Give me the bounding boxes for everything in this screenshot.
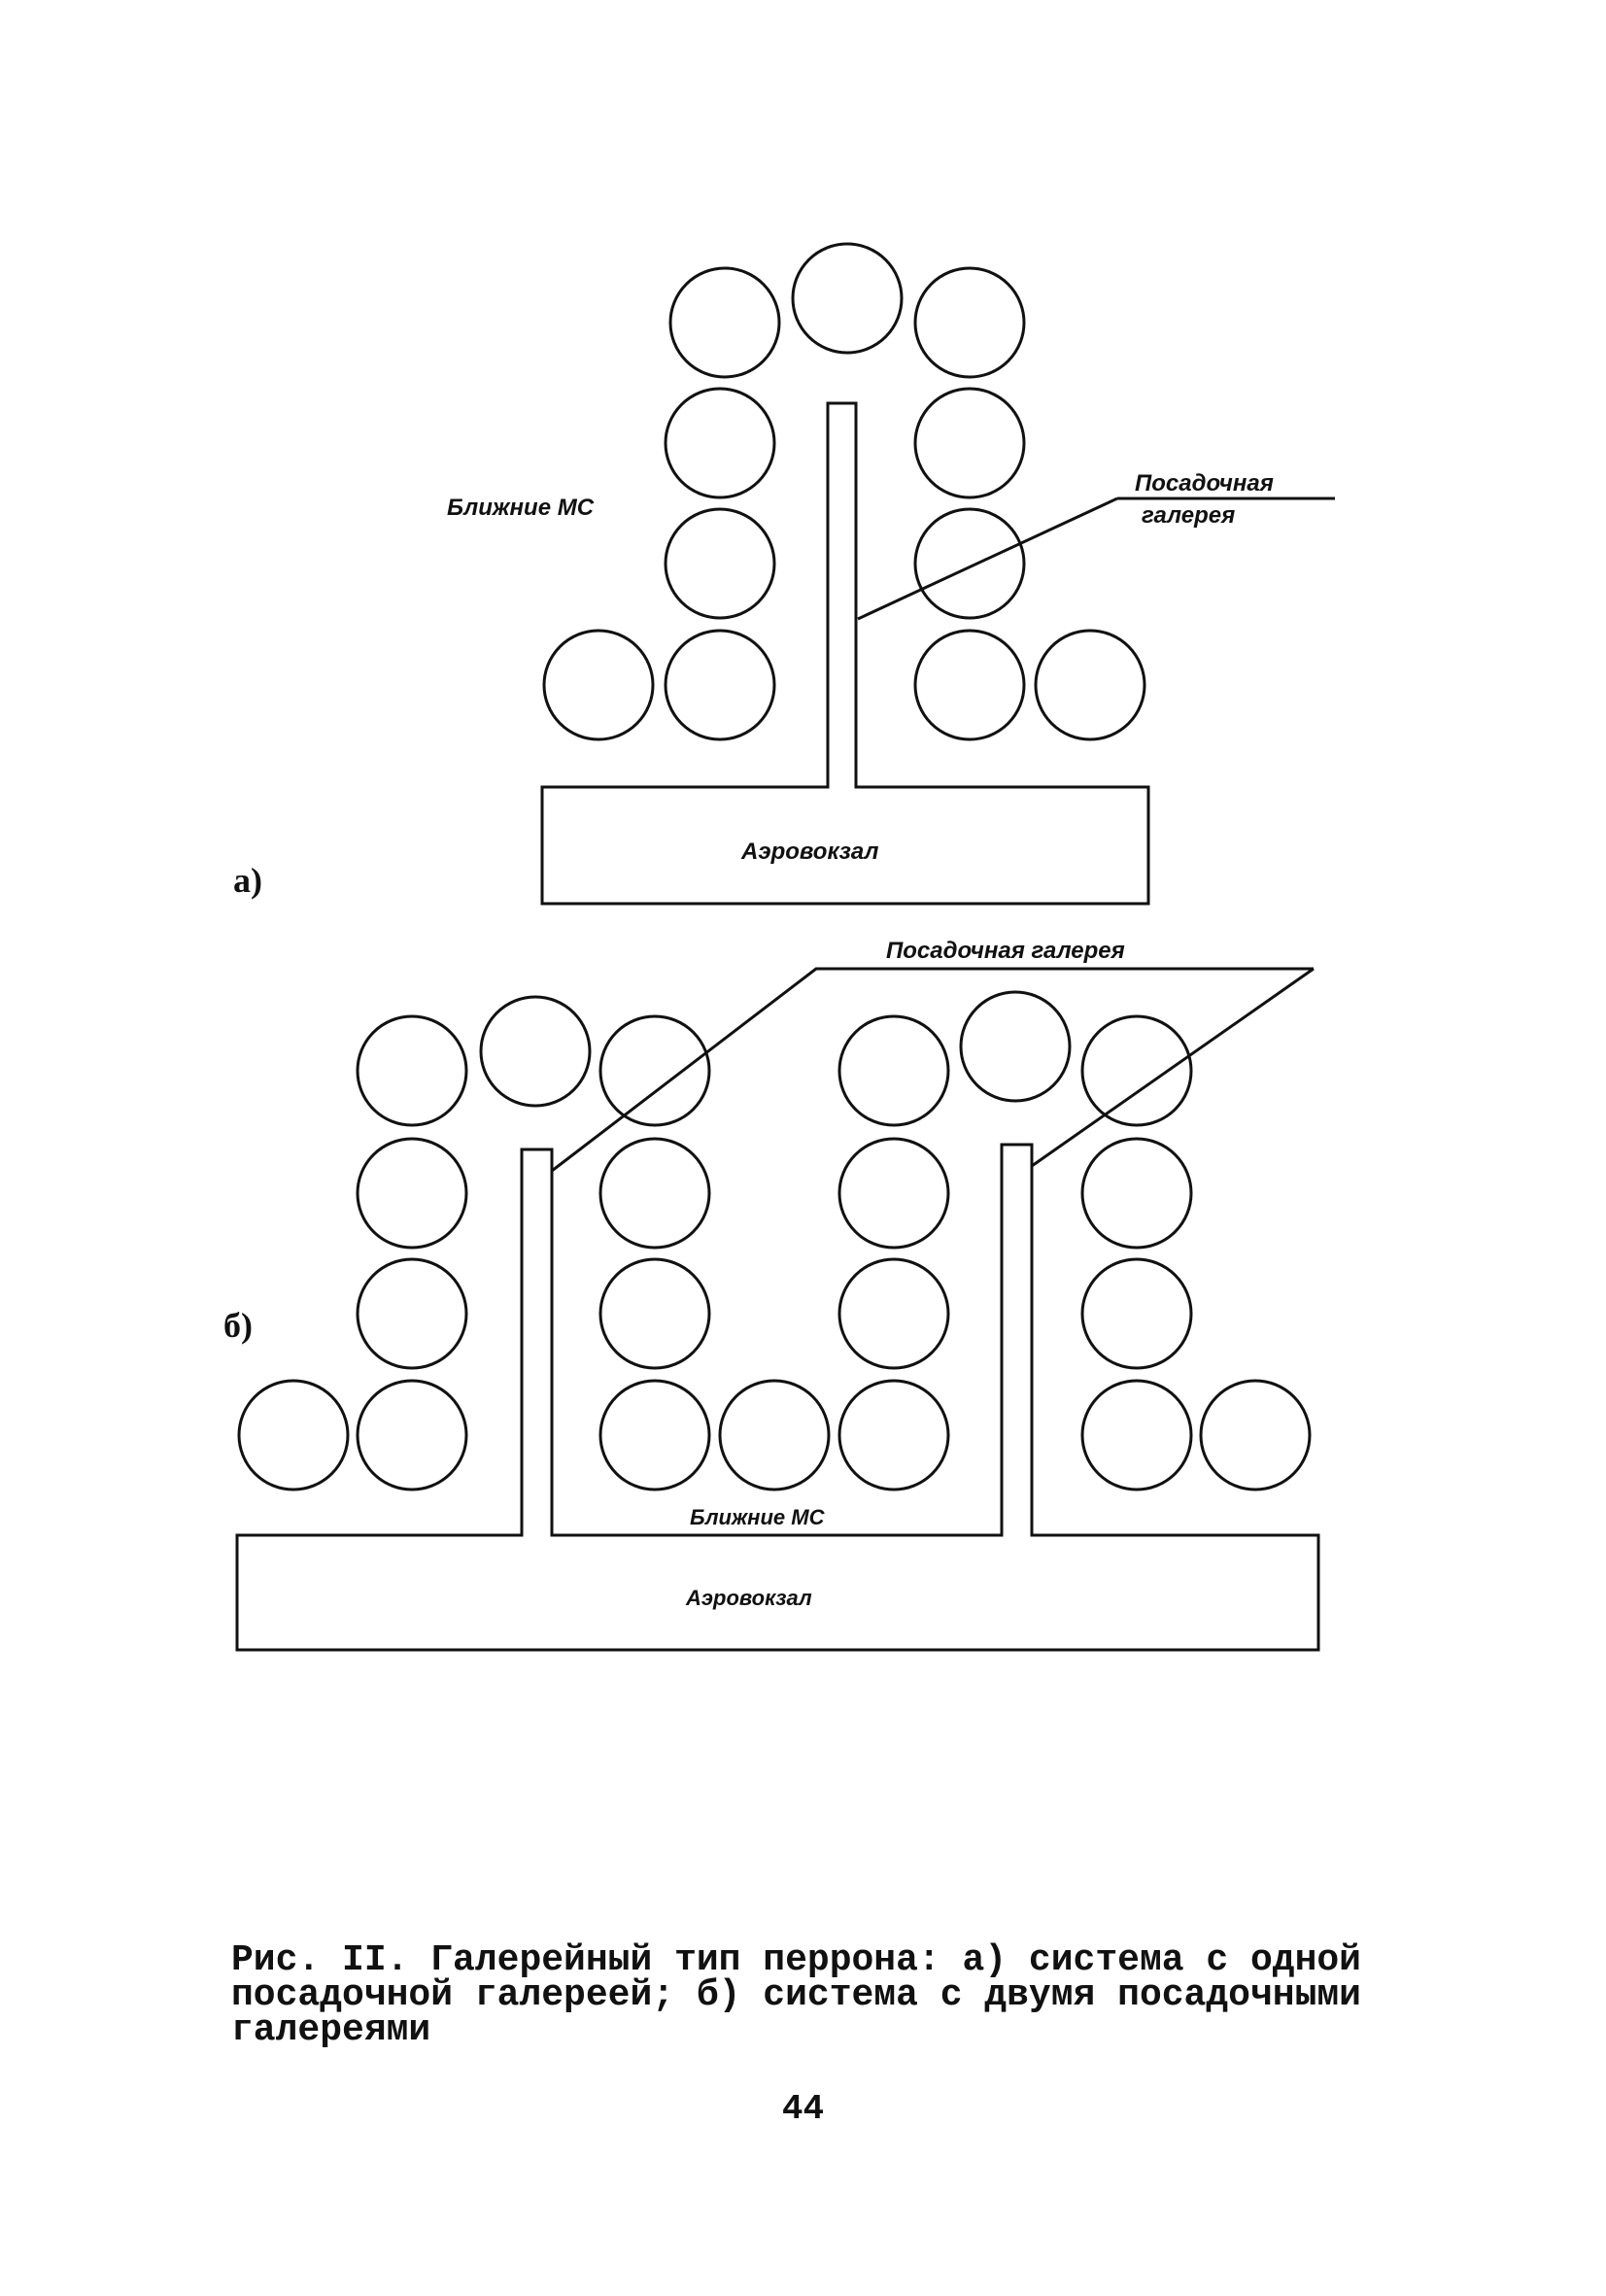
stand-circle bbox=[598, 1014, 711, 1127]
gallery-label-a-line1: Посадочная bbox=[1135, 470, 1274, 497]
stand-circle bbox=[542, 629, 655, 741]
terminal-label-b: Аэровокзал bbox=[685, 1586, 812, 1610]
figure-caption: Рис. II. Галерейный тип перрона: а) сист… bbox=[231, 1939, 1361, 2051]
stand-circle bbox=[959, 990, 1072, 1103]
gallery-leader-line bbox=[857, 497, 1118, 621]
gallery-leader-line-right bbox=[1031, 967, 1315, 1168]
stand-circle bbox=[598, 1137, 711, 1250]
stands-label-b: Ближние МС bbox=[690, 1505, 826, 1529]
stand-circle bbox=[668, 266, 781, 379]
stand-circle bbox=[598, 1379, 711, 1491]
stand-circle bbox=[356, 1014, 468, 1127]
stand-circle bbox=[718, 1379, 831, 1491]
gallery-label-a-line2: галерея bbox=[1142, 502, 1235, 529]
stand-circle bbox=[1034, 629, 1146, 741]
page-number: 44 bbox=[781, 2089, 825, 2129]
stand-circle bbox=[837, 1014, 950, 1127]
stand-circle bbox=[598, 1257, 711, 1370]
stand-circle bbox=[356, 1137, 468, 1250]
diagram-a bbox=[540, 242, 1335, 906]
stand-circle bbox=[356, 1379, 468, 1491]
stand-circle bbox=[356, 1257, 468, 1370]
stand-circle bbox=[913, 387, 1026, 499]
terminal-with-two-galleries bbox=[235, 1143, 1320, 1652]
stand-circle bbox=[837, 1257, 950, 1370]
diagram-b bbox=[235, 967, 1320, 1652]
stand-circle bbox=[1080, 1257, 1193, 1370]
panel-label-a: а) bbox=[233, 861, 262, 900]
gallery-leader-line-left bbox=[551, 967, 1314, 1173]
stand-circle bbox=[664, 507, 776, 620]
stand-circle bbox=[837, 1379, 950, 1491]
stand-circle bbox=[237, 1379, 350, 1491]
stand-circle bbox=[791, 242, 904, 355]
stand-circle bbox=[1080, 1014, 1193, 1127]
stand-circle bbox=[837, 1137, 950, 1250]
stand-circle bbox=[913, 507, 1026, 620]
stands-label-a: Ближние МС bbox=[447, 495, 595, 521]
stand-circle bbox=[1199, 1379, 1312, 1491]
stand-circle bbox=[1080, 1137, 1193, 1250]
stand-circle bbox=[913, 629, 1026, 741]
gallery-label-b: Посадочная галерея bbox=[886, 938, 1125, 964]
terminal-label-a: Аэровокзал bbox=[740, 839, 879, 865]
terminal-with-gallery bbox=[540, 401, 1150, 906]
stand-circle bbox=[1080, 1379, 1193, 1491]
stand-circle bbox=[479, 995, 592, 1108]
stand-circle bbox=[913, 266, 1026, 379]
panel-label-b: б) bbox=[223, 1306, 253, 1345]
stand-circle bbox=[664, 629, 776, 741]
stand-circle bbox=[664, 387, 776, 499]
